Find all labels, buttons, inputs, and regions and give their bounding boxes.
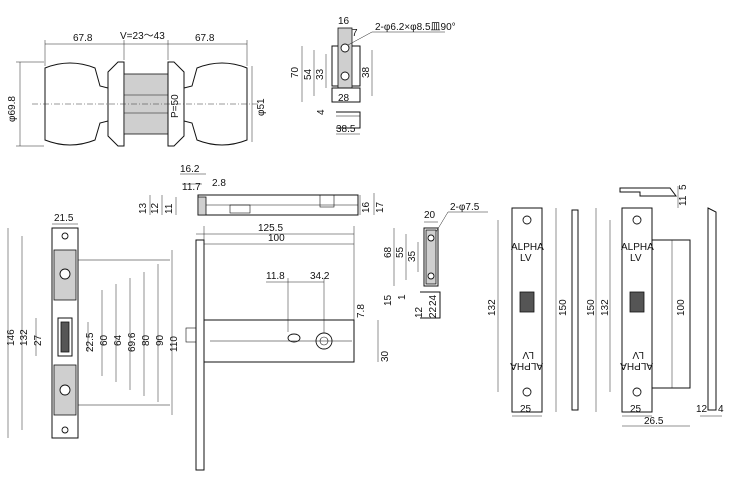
rose-depth: 38.5 [336,124,356,135]
knob-diameter: φ51 [256,98,267,116]
latch-dim-2-8: 2.8 [212,178,226,189]
face-dim-132: 132 [19,329,30,346]
strike-a-overall: 150 [558,299,569,316]
small-strike-dim-22: 22 [428,306,439,318]
small-strike-dim-1: 1 [397,294,408,300]
strike-a-brand-2: LV [520,253,532,264]
small-strike-dim-55: 55 [395,246,406,258]
strike-a-inner: 132 [487,299,498,316]
rose-plate-view: 2-φ6.2×φ8.5皿90° 16 7 70 54 33 38 28 4 38… [290,16,456,135]
knob-backset: P=50 [170,94,181,118]
strike-b-brand-1: ALPHA [621,242,654,253]
rose-hole-offset: 7 [352,28,358,39]
strike-b-dim-5: 5 [678,184,689,190]
body-dim-34-2: 34.2 [310,271,330,282]
face-dim-27: 27 [33,334,44,346]
body-overall-length: 125.5 [258,223,283,234]
strike-b-brand-2: LV [630,253,642,264]
face-dim-90: 90 [155,334,166,346]
face-dim-64: 64 [113,334,124,346]
latch-dim-16: 16 [361,201,372,213]
face-dim-69-6: 69.6 [127,332,138,352]
body-dim-7-8: 7.8 [356,304,367,318]
small-strike-width: 20 [424,210,436,221]
knob-door-thickness: V=23〜43 [120,31,165,42]
strike-a-brand-inv-1: ALPHA [510,360,543,371]
rose-overall-height: 70 [290,66,301,78]
strike-a-width: 25 [520,404,532,415]
rose-thickness: 4 [316,109,327,115]
small-strike-dim-24: 24 [428,294,439,306]
face-dim-80: 80 [141,334,152,346]
small-strike-dim-12: 12 [414,306,425,318]
strike-b-width: 25 [630,404,642,415]
latch-dim-11: 11 [164,203,175,214]
face-plate-view: 21.5 146 132 27 22.5 60 64 69.6 80 90 11… [6,213,180,439]
strike-b-inner: 132 [600,299,611,316]
body-dim-11-8: 11.8 [266,271,285,282]
lock-body-view: 125.5 100 11.8 34.2 7.8 30 [185,223,391,471]
latch-dim-12: 12 [150,202,161,214]
rose-right-height: 38 [361,66,372,78]
strike-b-brand-inv-1: ALPHA [620,360,653,371]
strike-b-lip-width: 26.5 [644,416,664,427]
rose-hole-pitch: 54 [303,68,314,80]
face-width: 21.5 [54,213,74,224]
latch-dim-17: 17 [375,201,386,213]
strike-b-dim-12: 12 [696,404,708,415]
knob-right-length: 67.8 [195,33,215,44]
small-strike-screw-spec: 2-φ7.5 [450,202,480,213]
strike-a-view: ALPHA LV LV ALPHA 132 150 25 [487,207,579,417]
rose-screw-spec: 2-φ6.2×φ8.5皿90° [375,22,456,33]
small-strike-dim-15: 15 [383,294,394,306]
small-strike-view: 2-φ7.5 20 68 55 35 15 1 24 12 22 [383,202,488,319]
strike-b-brand-inv-2: LV [632,349,644,360]
strike-b-dim-4: 4 [718,404,724,415]
face-dim-110: 110 [169,336,180,352]
strike-a-brand-inv-2: LV [522,349,534,360]
knob-left-length: 67.8 [73,33,93,44]
small-strike-dim-35: 35 [407,250,418,262]
rose-base-width: 28 [338,93,350,104]
latch-dim-11-7: 11.7 [182,182,201,193]
latch-dim-13: 13 [138,202,149,214]
latch-dim-16-2: 16.2 [180,164,200,175]
body-backset-100: 100 [268,233,285,244]
face-overall: 146 [6,329,17,346]
face-dim-60: 60 [99,334,110,346]
strike-b-dim-11: 11 [678,195,689,206]
rose-inner-height: 33 [315,68,326,80]
body-dim-30: 30 [380,350,391,362]
latch-side-view: 16.2 11.7 2.8 13 12 11 16 17 [138,164,386,216]
rose-width-top: 16 [338,16,350,27]
knob-rose-diameter: φ69.8 [7,96,18,122]
small-strike-overall: 68 [383,246,394,258]
strike-a-brand-1: ALPHA [511,242,544,253]
strike-b-overall: 150 [586,299,597,316]
knob-set-view: 67.8 V=23〜43 67.8 φ69.8 P=50 φ51 [7,31,267,147]
strike-b-box-height: 100 [676,299,687,316]
face-dim-22-5: 22.5 [85,332,96,352]
strike-b-view: 5 11 ALPHA LV LV ALPHA 150 132 100 25 26… [586,184,724,427]
